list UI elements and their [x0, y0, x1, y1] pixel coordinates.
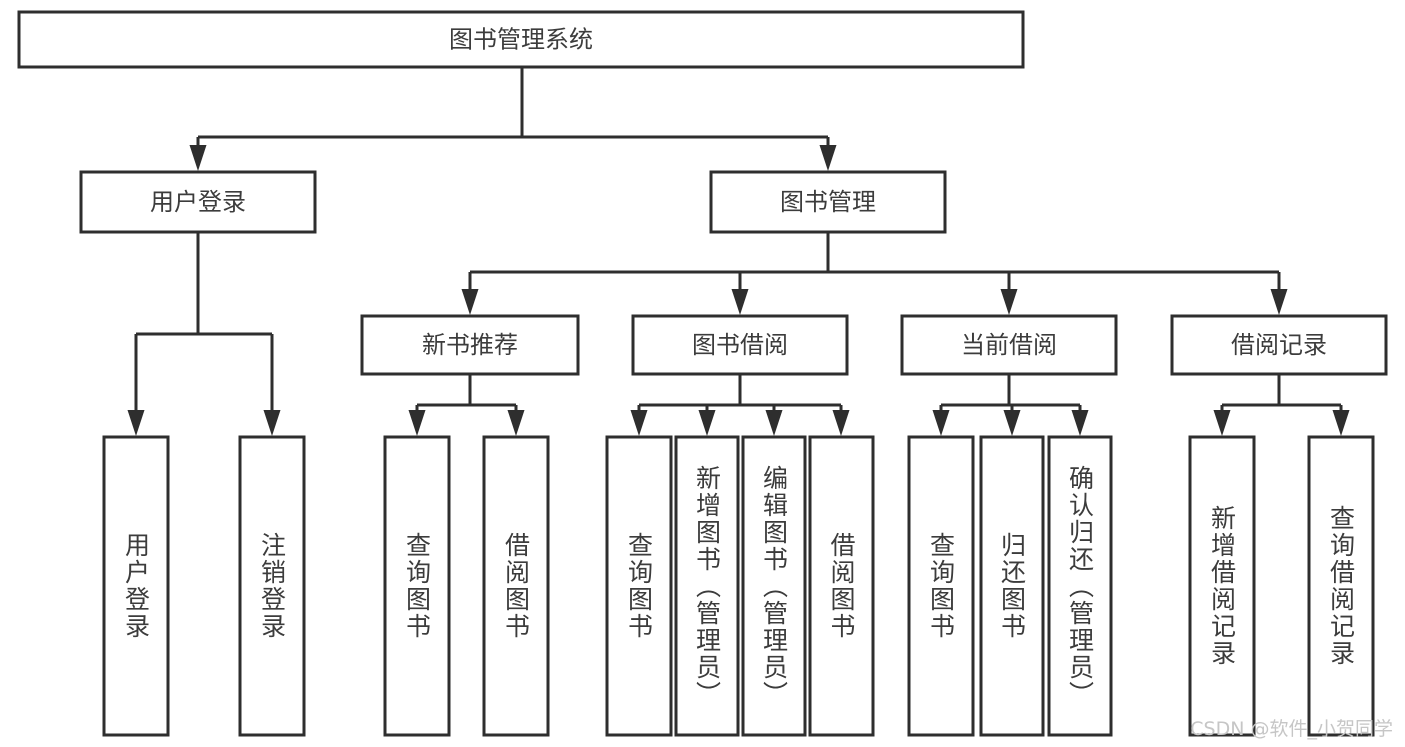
node-box[interactable]	[674, 435, 740, 737]
node-box[interactable]	[482, 435, 550, 737]
node-leaf-leaf-user-login[interactable]	[102, 435, 170, 737]
node-label: 用户登录	[150, 188, 246, 216]
node-leaf-leaf-confirm-return[interactable]	[1047, 435, 1113, 737]
node-box[interactable]	[79, 170, 317, 234]
node-level3-borrow-record[interactable]	[1170, 314, 1388, 376]
node-leaf-leaf-logout[interactable]	[238, 435, 306, 737]
node-box[interactable]	[1188, 435, 1256, 737]
arrow-head-icon	[189, 145, 207, 171]
node-box[interactable]	[1170, 314, 1388, 376]
node-box[interactable]	[907, 435, 975, 737]
node-leaf-leaf-query-book-rec[interactable]	[383, 435, 451, 737]
node-box[interactable]	[741, 435, 807, 737]
node-box[interactable]	[808, 435, 875, 737]
arrow-head-icon	[1270, 289, 1288, 315]
node-box[interactable]	[605, 435, 673, 737]
arrow-head-icon	[507, 410, 525, 436]
arrow-head-icon	[1000, 289, 1018, 315]
node-box[interactable]	[631, 314, 849, 376]
node-label: 借阅记录	[1231, 331, 1327, 359]
arrow-head-icon	[263, 410, 281, 436]
node-leaf-leaf-query-book-cur[interactable]	[907, 435, 975, 737]
node-root[interactable]	[17, 10, 1025, 69]
node-leaf-leaf-borrow-book[interactable]	[808, 435, 875, 737]
node-leaf-leaf-borrow-book-rec[interactable]	[482, 435, 550, 737]
node-box[interactable]	[360, 314, 580, 376]
node-level2-book-manage[interactable]	[709, 170, 947, 234]
arrow-head-icon	[1213, 410, 1231, 436]
arrow-head-icon	[819, 145, 837, 171]
node-box[interactable]	[1047, 435, 1113, 737]
connector-layer	[127, 67, 1350, 436]
node-box[interactable]	[17, 10, 1025, 69]
arrow-head-icon	[832, 410, 850, 436]
arrow-head-icon	[765, 410, 783, 436]
node-box[interactable]	[979, 435, 1045, 737]
node-label: 图书管理系统	[449, 26, 593, 54]
node-label: 图书借阅	[692, 331, 788, 359]
node-level2-user-login[interactable]	[79, 170, 317, 234]
node-leaf-leaf-add-book[interactable]	[674, 435, 740, 737]
arrow-head-icon	[408, 410, 426, 436]
node-leaf-leaf-query-record[interactable]	[1307, 435, 1375, 737]
arrow-head-icon	[127, 410, 145, 436]
arrow-head-icon	[630, 410, 648, 436]
node-leaf-leaf-query-book-borrow[interactable]	[605, 435, 673, 737]
node-box[interactable]	[102, 435, 170, 737]
node-box[interactable]	[1307, 435, 1375, 737]
node-leaf-leaf-return-book[interactable]	[979, 435, 1045, 737]
node-box[interactable]	[238, 435, 306, 737]
node-box[interactable]	[383, 435, 451, 737]
arrow-head-icon	[731, 289, 749, 315]
arrow-head-icon	[698, 410, 716, 436]
node-label: 当前借阅	[961, 331, 1057, 359]
arrow-head-icon	[932, 410, 950, 436]
arrow-head-icon	[1003, 410, 1021, 436]
watermark: CSDN @软件_小贺同学	[1190, 718, 1393, 740]
node-leaf-leaf-add-record[interactable]	[1188, 435, 1256, 737]
arrow-head-icon	[1332, 410, 1350, 436]
node-level3-new-book-recommend[interactable]	[360, 314, 580, 376]
node-label: 新书推荐	[422, 331, 518, 359]
node-box[interactable]	[900, 314, 1118, 376]
node-level3-current-borrow[interactable]	[900, 314, 1118, 376]
arrow-head-icon	[1071, 410, 1089, 436]
node-leaf-leaf-edit-book[interactable]	[741, 435, 807, 737]
node-level3-book-borrow[interactable]	[631, 314, 849, 376]
arrow-head-icon	[461, 289, 479, 315]
node-label: 图书管理	[780, 188, 876, 216]
node-box[interactable]	[709, 170, 947, 234]
